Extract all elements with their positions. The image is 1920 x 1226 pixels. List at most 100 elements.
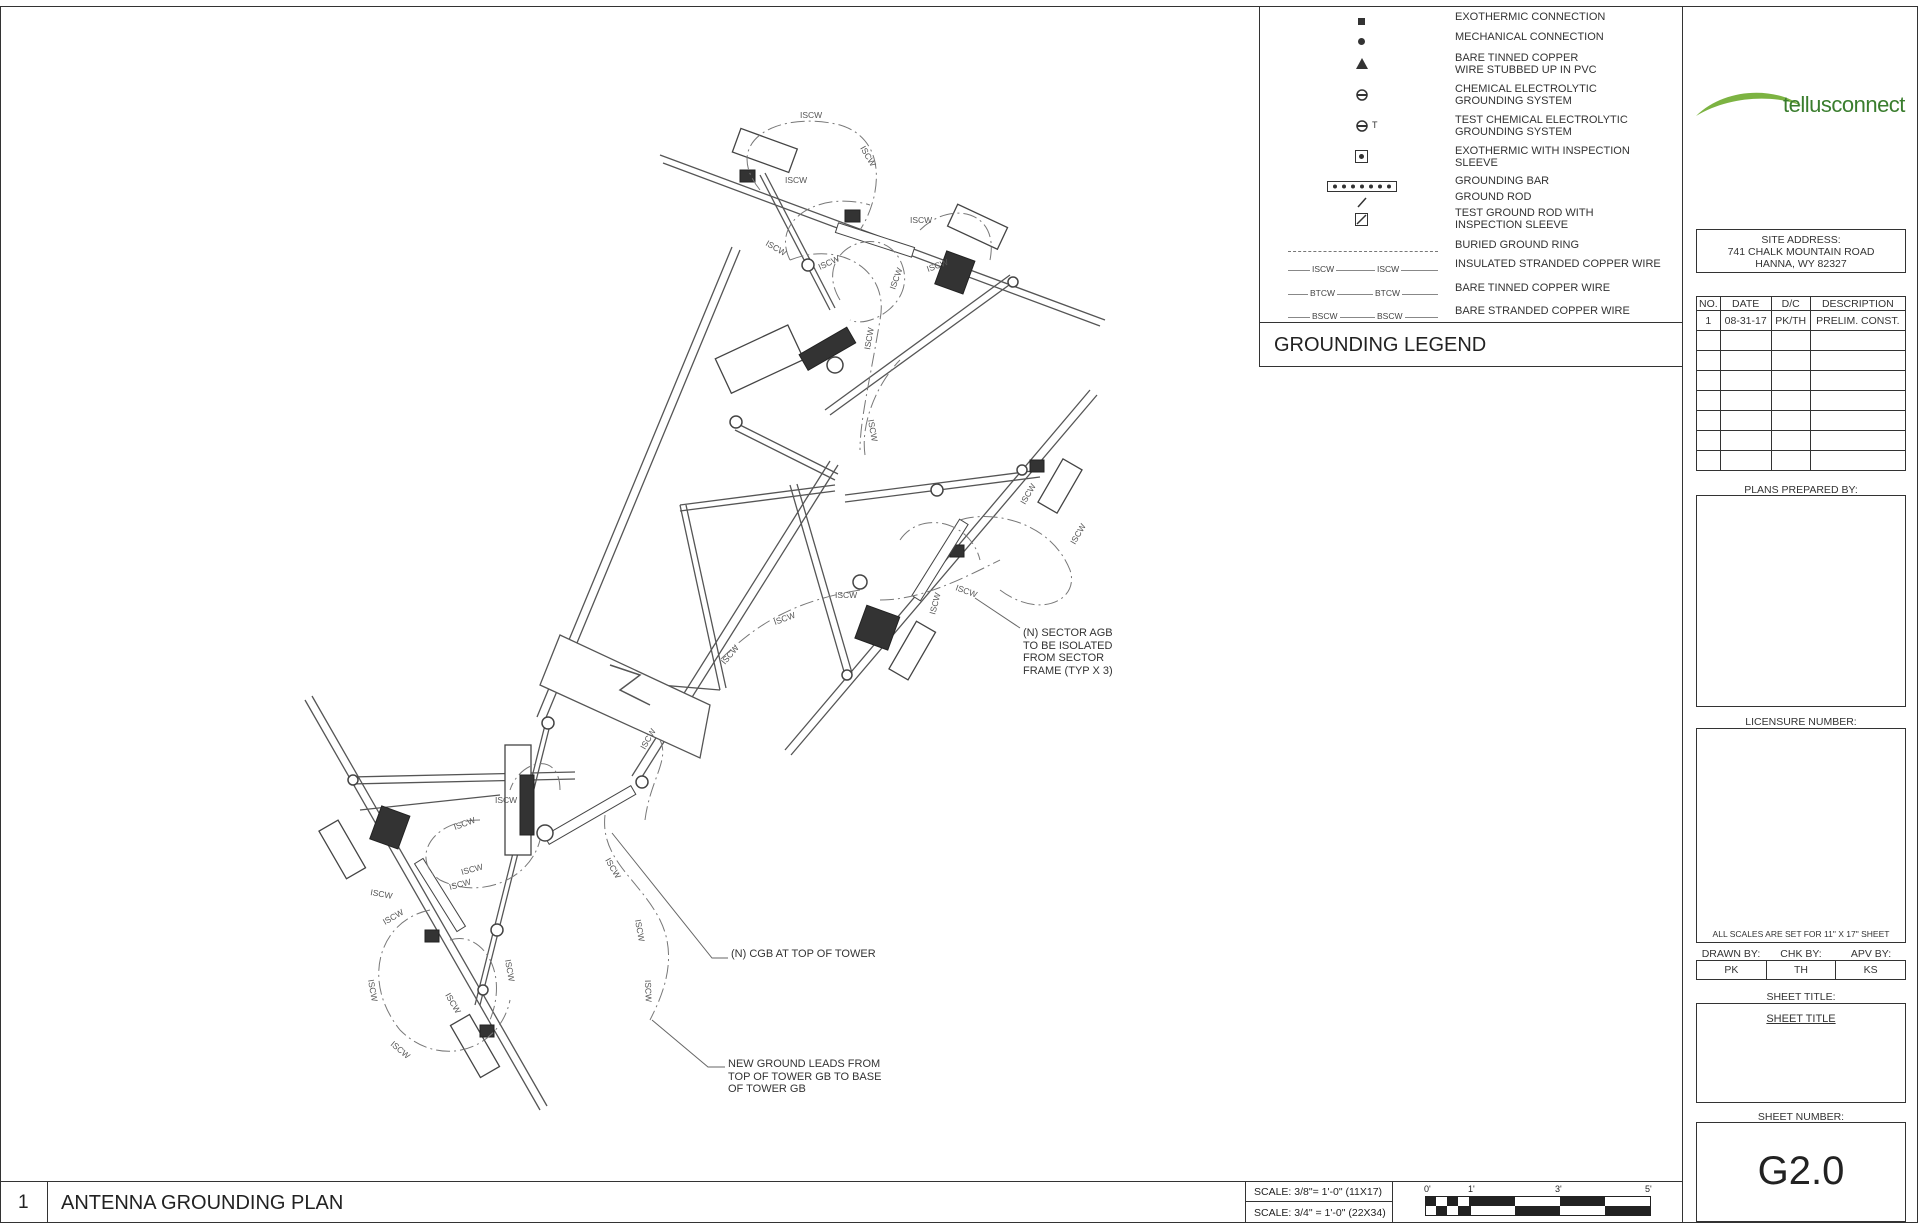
iscw-wire-tag: ISCW [866, 419, 880, 443]
iscw-wire-tag: ISCW [800, 110, 822, 120]
bscw-line [1288, 317, 1438, 318]
drawn-by-value: PK [1697, 961, 1767, 979]
drawn-by-label: DRAWN BY: [1701, 948, 1761, 960]
antenna [731, 127, 799, 174]
iscw-line-tag: ISCW [1310, 264, 1337, 274]
scale-tick-5: 5' [1645, 1184, 1652, 1194]
rev-col-no: NO. [1696, 296, 1721, 311]
scale-22x34: SCALE: 3/4" = 1'-0" (22X34) [1254, 1207, 1386, 1219]
iscw-wire-tag: ISCW [887, 266, 904, 290]
iscw-wire-tag: ISCW [443, 991, 463, 1015]
leader-cgb [611, 832, 728, 959]
buried-ground-ring-line [1288, 251, 1438, 252]
iscw-wire-tag: ISCW [858, 144, 878, 168]
scales-note: ALL SCALES ARE SET FOR 11" X 17" SHEET [1712, 929, 1890, 939]
iscw-wire-tag: ISCW [910, 215, 932, 225]
legend-label: EXOTHERMIC WITH INSPECTION SLEEVE [1455, 145, 1630, 169]
iscw-wire-tag: ISCW [954, 582, 978, 599]
signoff-boxes: PK TH KS [1696, 960, 1906, 980]
stubbed-pvc-triangle-icon [1356, 58, 1368, 69]
chk-by-value: TH [1767, 961, 1837, 979]
revision-table: NO. DATE D/C DESCRIPTION 1 08-31-17 PK/T… [1696, 296, 1907, 471]
leader-sector-agb [974, 597, 1021, 629]
grounding-bars [413, 222, 969, 933]
sector-frame-gamma [304, 699, 541, 1111]
legend-label: BARE TINNED COPPER WIRE STUBBED UP IN PV… [1455, 52, 1597, 76]
tower-leg [544, 249, 741, 721]
table-row [1696, 390, 1907, 411]
grounding-bar-icon [1327, 181, 1397, 192]
plans-prepared-by-box [1696, 495, 1906, 707]
scale-cell: SCALE: 3/8"= 1'-0" (11X17) SCALE: 3/4" =… [1245, 1182, 1392, 1222]
table-row: 1 08-31-17 PK/TH PRELIM. CONST. [1696, 310, 1907, 331]
btcw-line-tag: BTCW [1308, 288, 1338, 298]
table-row [1696, 450, 1907, 471]
test-ground-rod-icon [1355, 213, 1368, 226]
legend-label: TEST CHEMICAL ELECTROLYTIC GROUNDING SYS… [1455, 114, 1628, 138]
drawing-number: 1 [18, 1192, 29, 1213]
rev-col-date: DATE [1719, 296, 1772, 311]
radio-unit [934, 250, 976, 295]
chemical-electrolytic-icon [1356, 89, 1368, 101]
legend-label: BURIED GROUND RING [1455, 239, 1580, 251]
site-address-label: SITE ADDRESS: [1761, 234, 1841, 246]
exothermic-inspection-sleeve-icon [1355, 150, 1368, 163]
legend-label: INSULATED STRANDED COPPER WIRE [1455, 258, 1661, 270]
table-row [1696, 330, 1907, 351]
scale-tick-1: 1' [1468, 1184, 1475, 1194]
legend-label: EXOTHERMIC CONNECTION [1455, 11, 1606, 23]
sheet-number-value: G2.0 [1757, 1149, 1845, 1193]
iscw-wire-tag: ISCW [764, 238, 788, 258]
legend-label: BARE STRANDED COPPER WIRE [1455, 305, 1630, 317]
legend-title-box: GROUNDING LEGEND [1260, 322, 1682, 366]
ground-rod-icon [1357, 197, 1367, 208]
iscw-wire-tag: ISCW [448, 877, 472, 892]
sheet-title-box: SHEET TITLE [1696, 1003, 1906, 1103]
iscw-wire-tag: ISCW [719, 643, 741, 666]
drawing-number-cell: 1 [0, 1182, 48, 1222]
scale-tick-3: 3' [1555, 1184, 1562, 1194]
iscw-wire-tag: ISCW [633, 919, 647, 943]
sheet-title-label: SHEET TITLE: [1766, 991, 1836, 1003]
scale-divider [1246, 1201, 1392, 1202]
sheet-title-value: SHEET TITLE [1766, 1013, 1836, 1025]
legend-label: GROUNDING BAR [1455, 175, 1550, 187]
title-block: tellusconnect SITE ADDRESS: 741 CHALK MO… [1682, 6, 1918, 1223]
brand-name: tellusconnect [1783, 92, 1905, 117]
legend-label: CHEMICAL ELECTROLYTIC GROUNDING SYSTEM [1455, 83, 1597, 107]
iscw-wire-tag: ISCW [452, 815, 476, 832]
drawing-title: ANTENNA GROUNDING PLAN [61, 1192, 344, 1214]
test-tag: T [1372, 120, 1378, 130]
table-row [1696, 370, 1907, 391]
iscw-wire-tag: ISCW [603, 856, 623, 880]
iscw-tags: ISCW ISCW ISCW ISCW ISCW ISCW ISCW ISCW … [366, 110, 1088, 1061]
rev-date: 08-31-17 [1719, 310, 1772, 331]
rev-dc: PK/TH [1770, 310, 1811, 331]
iscw-wire-tag: ISCW [862, 327, 876, 351]
plans-prepared-by-label: PLANS PREPARED BY: [1744, 484, 1858, 496]
legend-label: TEST GROUND ROD WITH INSPECTION SLEEVE [1455, 207, 1594, 231]
rev-description: PRELIM. CONST. [1809, 310, 1907, 331]
iscw-wire-tag: ISCW [370, 887, 394, 901]
legend-label: GROUND ROD [1455, 191, 1532, 203]
mechanical-connection-icon [1358, 38, 1365, 45]
chk-by-label: CHK BY: [1780, 948, 1822, 960]
rev-col-description: DESCRIPTION [1809, 296, 1907, 311]
tellusconnect-logo-icon [1696, 92, 1802, 116]
iscw-wire-tag: ISCW [772, 610, 796, 627]
antenna-grounding-plan-drawing: ISCW ISCW ISCW ISCW ISCW ISCW ISCW ISCW … [304, 110, 1106, 1111]
scale-tick-0: 0' [1424, 1184, 1431, 1194]
iscw-wire-tag: ISCW [835, 590, 857, 600]
test-chemical-electrolytic-icon [1356, 120, 1368, 132]
apv-by-label: APV BY: [1850, 948, 1892, 960]
leader-ground-leads [651, 1019, 725, 1068]
legend-title: GROUNDING LEGEND [1274, 334, 1487, 356]
btcw-line [1288, 294, 1438, 295]
iscw-wire-tag: ISCW [817, 253, 841, 271]
btcw-line-tag: BTCW [1373, 288, 1403, 298]
iscw-wire-tag: ISCW [366, 979, 380, 1003]
iscw-wire-tag: ISCW [1068, 522, 1088, 546]
title-block-frame [1682, 6, 1918, 1223]
legend-label: BARE TINNED COPPER WIRE [1455, 282, 1611, 294]
site-address-line2: HANNA, WY 82327 [1755, 258, 1847, 270]
